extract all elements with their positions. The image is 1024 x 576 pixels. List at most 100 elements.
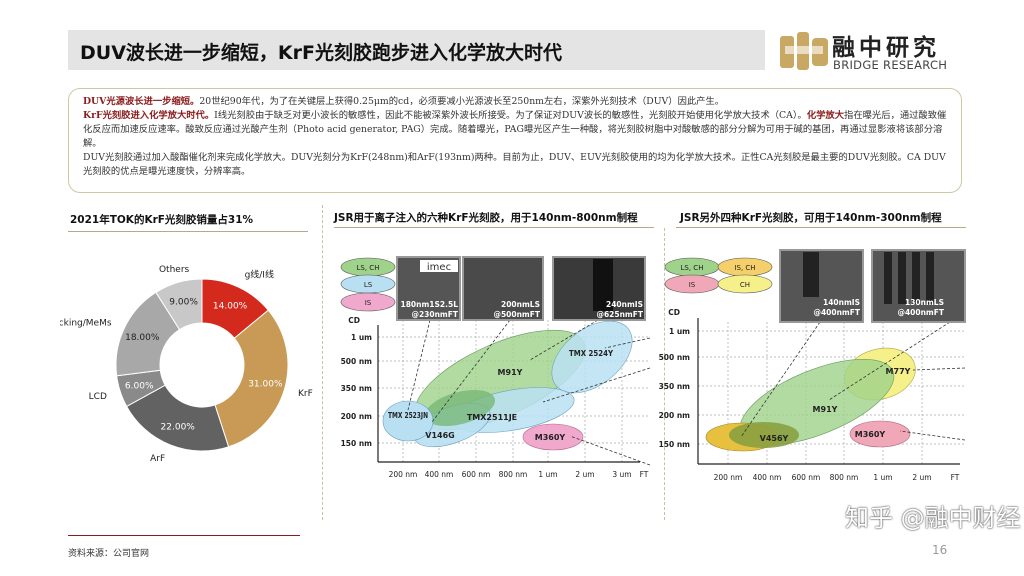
ellipse-m360y [849,420,911,448]
product-label: TMX2511JE [467,413,517,422]
y-tick: 1 um [351,333,372,342]
y-tick: 150 nm [341,439,373,448]
donut-category-label: Packing/MeMs [60,318,112,328]
image-caption: 130nmLS [905,298,944,307]
divider [334,227,654,228]
legend-is: IS [365,299,372,307]
image-caption: @500nmFT [493,310,540,319]
donut-value-label: 14.00% [213,301,248,311]
donut-category-label: Others [159,265,190,275]
summary-text: 指在曝光后，通过酸致催化反应而加速反应速率。酸致反应通过光酸产生剂（Photo … [83,110,947,149]
donut-value-label: 31.00% [248,379,283,389]
donut-value-label: 9.00% [169,298,198,308]
summary-box: DUV光源波长进一步缩短。20世纪90年代，为了在关键层上获得0.25μm的cd… [68,88,962,193]
y-tick: 350 nm [341,384,373,393]
legend-ls: LS [364,281,373,289]
ellipse-v146g-overlap [424,389,496,427]
image-caption: @625nmFT [596,310,643,319]
title-bar [68,30,765,70]
watermark: 知乎 @融中财经 [845,504,1021,532]
bridge-research-logo-icon [780,32,828,70]
product-label: M360Y [855,430,886,439]
product-label: M91Y [498,368,523,377]
diagram2: LS, CH IS, CH IS CH 140nmIS @400nmFT 130… [659,249,966,482]
product-label: V456Y [760,434,789,443]
page-number: 16 [932,543,948,557]
donut-value-label: 18.00% [125,333,160,343]
y-axis-label: CD [348,316,360,325]
x-tick: 400 nm [753,473,782,482]
donut-slice [155,278,203,331]
logo-text-en: BRIDGE RESEARCH [833,58,948,72]
product-label: M91Y [813,405,838,414]
y-tick: 500 nm [341,357,373,366]
divider [664,228,665,520]
x-axis-label: FT [640,470,649,479]
donut-chart: 14.00%g线/I线31.00%KrF22.00%ArF6.00%LCD18.… [60,265,313,464]
logo-text-cn: 融中研究 [832,35,940,61]
imec-logo: imec [427,262,451,273]
legend-ch: CH [740,281,750,289]
image-caption: 140nmIS [823,298,860,307]
summary-text: I线光刻胶由于缺乏对更小波长的敏感性，因此不能被深紫外波长所接受。为了保证对DU… [214,110,807,121]
divider [676,227,966,228]
y-tick: 200 nm [659,411,691,420]
legend-ls-ch: LS, CH [357,264,380,272]
sem-image-2 [462,256,544,321]
divider [68,231,308,232]
x-tick: 400 nm [425,470,454,479]
divider [322,205,323,520]
donut-value-label: 6.00% [125,381,154,391]
ellipse-v456y [729,422,799,448]
summary-text: 20世纪90年代，为了在关键层上获得0.25μm的cd，必须要减小光源波长至25… [199,96,725,107]
y-tick: 500 nm [659,353,691,362]
summary-lead: KrF光刻胶进入化学放大时代。 [83,110,215,121]
y-tick: 350 nm [659,382,691,391]
legend-is: IS [689,281,696,289]
donut-value-label: 22.00% [161,422,196,432]
donut-category-label: g线/I线 [245,269,274,281]
donut-category-label: LCD [89,392,107,402]
ellipse-tmx2524y [551,320,633,394]
x-tick: 2 um [575,470,594,479]
diagram1-title: JSR用于离子注入的六种KrF光刻胶，用于140nm-800nm制程 [334,212,638,224]
x-tick: 1 um [538,470,557,479]
legend-ls-ch: LS, CH [681,264,704,272]
summary-text: DUV光刻胶通过加入酸酯催化剂来完成化学放大。DUV光刻分为KrF(248nm)… [83,152,946,177]
donut-chart-title: 2021年TOK的KrF光刻胶销量占31% [70,214,254,226]
x-axis-label: FT [951,473,960,482]
image-caption: @230nmFT [411,310,458,319]
sem-image-1 [779,249,864,323]
source-note: 资料来源：公司官网 [68,549,150,559]
x-tick: 600 nm [462,470,491,479]
image-caption: 200nmLS [501,300,540,309]
x-tick: 200 nm [714,473,743,482]
diagram2-title: JSR另外四种KrF光刻胶，可用于140nm-300nm制程 [680,212,942,224]
product-label: TMX 2524Y [569,349,613,358]
x-tick: 3 um [612,470,631,479]
y-axis-label: CD [668,308,680,317]
product-label: M77Y [886,367,911,376]
y-tick: 200 nm [341,412,373,421]
product-label: TMX 2523JN [388,411,428,420]
y-tick: 150 nm [659,440,691,449]
summary-paragraph: KrF光刻胶进入化学放大时代。I线光刻胶由于缺乏对更小波长的敏感性，因此不能被深… [83,109,947,151]
page-title: DUV波长进一步缩短，KrF光刻胶跑步进入化学放大时代 [80,42,562,64]
donut-slice [125,384,230,452]
diagram1: LS, CH LS IS imec 180nm1S2.5L @230nmFT 2… [341,256,651,479]
legend-is-ch: IS, CH [734,264,755,272]
donut-category-label: ArF [150,454,165,464]
donut-slice [214,309,289,448]
image-caption: @400nmFT [813,308,860,317]
image-caption: 180nm1S2.5L [401,300,459,309]
x-tick: 800 nm [499,470,528,479]
image-caption: 240nmIS [606,300,643,309]
x-tick: 800 nm [830,473,859,482]
footer-divider [68,535,300,536]
x-tick: 600 nm [792,473,821,482]
summary-paragraph: DUV光源波长进一步缩短。20世纪90年代，为了在关键层上获得0.25μm的cd… [83,95,947,109]
x-tick: 200 nm [389,470,418,479]
ellipse-m360y [522,423,584,451]
y-tick: 1 um [669,327,690,336]
summary-paragraph: DUV光刻胶通过加入酸酯催化剂来完成化学放大。DUV光刻分为KrF(248nm)… [83,151,947,179]
